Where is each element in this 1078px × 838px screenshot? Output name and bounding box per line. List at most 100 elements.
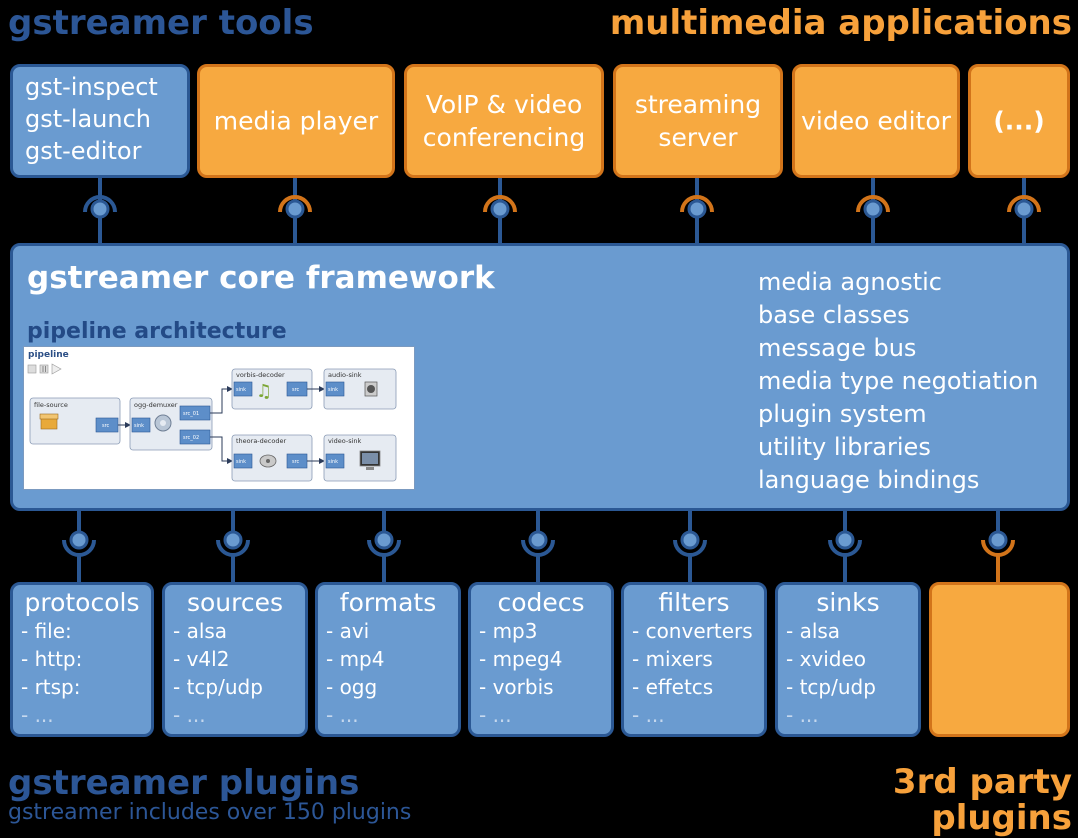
plug-ball [863, 199, 883, 219]
plugin-item: - mpeg4 [479, 647, 563, 671]
plugin-box-protocols: protocols - file: - http: - rtsp: - ... [10, 582, 154, 737]
app-label: video editor [801, 106, 951, 136]
element-vorbis-decoder: vorbis-decoder sink ♫ src [231, 368, 313, 410]
plugin-box-sources: sources - alsa - v4l2 - tcp/udp - ... [162, 582, 308, 737]
socket-arc [673, 539, 707, 557]
plugin-item: - ogg [326, 675, 378, 699]
play-icon [51, 363, 62, 375]
plugin-header: formats [339, 588, 437, 617]
pause-icon [39, 364, 49, 374]
pipeline-diagram: pipeline file-source src [23, 346, 415, 490]
third-party-plugin-box [929, 582, 1070, 737]
svg-text:audio-sink: audio-sink [328, 371, 362, 379]
feature-item: base classes [758, 301, 910, 329]
plugin-item: - vorbis [479, 675, 554, 699]
plugin-item: - converters [632, 619, 753, 643]
app-label: VoIP & video conferencing [422, 90, 586, 152]
plugin-item: - mp4 [326, 647, 385, 671]
plugin-box-filters: filters - converters - mixers - effetcs … [621, 582, 767, 737]
svg-text:sink: sink [328, 459, 338, 465]
feature-item: language bindings [758, 466, 980, 494]
plugin-box-formats: formats - avi - mp4 - ogg - ... [315, 582, 461, 737]
svg-text:file-source: file-source [34, 401, 68, 409]
core-framework-box: gstreamer core framework pipeline archit… [10, 243, 1070, 511]
plugin-header: filters [658, 588, 730, 617]
socket-arc [62, 539, 96, 557]
tools-heading: gstreamer tools [8, 3, 314, 43]
third-party-line-1: 3rd party [892, 762, 1072, 802]
element-video-sink: video-sink sink [323, 434, 397, 482]
element-audio-sink: audio-sink sink [323, 368, 397, 410]
feature-item: media agnostic [758, 268, 942, 296]
plugin-item: - ... [21, 703, 54, 727]
pipeline-svg: pipeline file-source src [27, 350, 397, 482]
svg-text:src_02: src_02 [183, 435, 199, 441]
svg-text:sink: sink [134, 423, 144, 429]
socket-arc [216, 539, 250, 557]
pipeline-title: pipeline [28, 350, 69, 360]
app-streaming-server: streaming server [613, 64, 783, 178]
tools-box: gst-inspect gst-launch gst-editor [10, 64, 190, 178]
plugin-item: - file: [21, 619, 72, 643]
plug-ball [490, 199, 510, 219]
pad-sink [233, 381, 253, 397]
app-video-editor: video editor [792, 64, 960, 178]
plugin-box-codecs: codecs - mp3 - mpeg4 - vorbis - ... [468, 582, 614, 737]
app-label: streaming server [634, 90, 762, 152]
socket-arc [856, 195, 890, 213]
plugin-header: codecs [497, 588, 585, 617]
svg-text:sink: sink [236, 387, 246, 393]
pipeline-architecture-label: pipeline architecture [27, 319, 287, 344]
plug-ball [687, 199, 707, 219]
third-party-line-2: plugins [931, 798, 1072, 838]
plugin-item: - alsa [173, 619, 228, 643]
plugin-header: sources [186, 588, 284, 617]
plugin-item: - tcp/udp [786, 675, 876, 699]
socket-arc [981, 539, 1015, 557]
feature-item: utility libraries [758, 433, 931, 461]
plugin-item: - rtsp: [21, 675, 81, 699]
socket-arc [83, 195, 117, 213]
stop-icon [27, 364, 37, 374]
pad-sink [233, 453, 253, 469]
tool-gst-inspect: gst-inspect [25, 73, 158, 101]
socket-arc [483, 195, 517, 213]
feature-item: plugin system [758, 400, 927, 428]
svg-text:src: src [102, 423, 110, 429]
plugin-item: - ... [326, 703, 359, 727]
third-party-heading: 3rd party plugins [893, 764, 1072, 836]
plug-ball [680, 530, 700, 550]
plugin-item: - mixers [632, 647, 713, 671]
socket-arc [278, 195, 312, 213]
core-title: gstreamer core framework [27, 260, 495, 296]
svg-text:sink: sink [328, 387, 338, 393]
plugin-header: sinks [816, 588, 880, 617]
socket-arc [521, 539, 555, 557]
plugins-subtitle: gstreamer includes over 150 plugins [8, 800, 412, 825]
plugin-box-sinks: sinks - alsa - xvideo - tcp/udp - ... [775, 582, 921, 737]
feature-item: message bus [758, 334, 917, 362]
link-arrow [210, 386, 233, 414]
app-voip-conferencing: VoIP & video conferencing [404, 64, 604, 178]
core-features-list: media agnostic base classes message bus … [758, 266, 1038, 497]
element-theora-decoder: theora-decoder sink src [231, 434, 313, 482]
plug-ball [835, 530, 855, 550]
plug-ball [223, 530, 243, 550]
plugin-item: - ... [479, 703, 512, 727]
svg-text:video-sink: video-sink [328, 437, 362, 445]
pad-sink [131, 417, 151, 433]
plugin-item: - http: [21, 647, 83, 671]
plug-ball [988, 530, 1008, 550]
element-ogg-demuxer: ogg-demuxer sink src_01 src_02 [129, 397, 213, 451]
link-arrow [210, 436, 233, 464]
tool-gst-launch: gst-launch [25, 105, 152, 133]
plugin-item: - avi [326, 619, 370, 643]
music-note-icon: ♫ [256, 381, 272, 402]
svg-text:ogg-demuxer: ogg-demuxer [134, 401, 178, 409]
element-file-source: file-source src [29, 397, 121, 445]
app-label: (...) [993, 106, 1045, 136]
plug-ball [1014, 199, 1034, 219]
plug-ball [69, 530, 89, 550]
svg-text:src_01: src_01 [183, 411, 199, 417]
